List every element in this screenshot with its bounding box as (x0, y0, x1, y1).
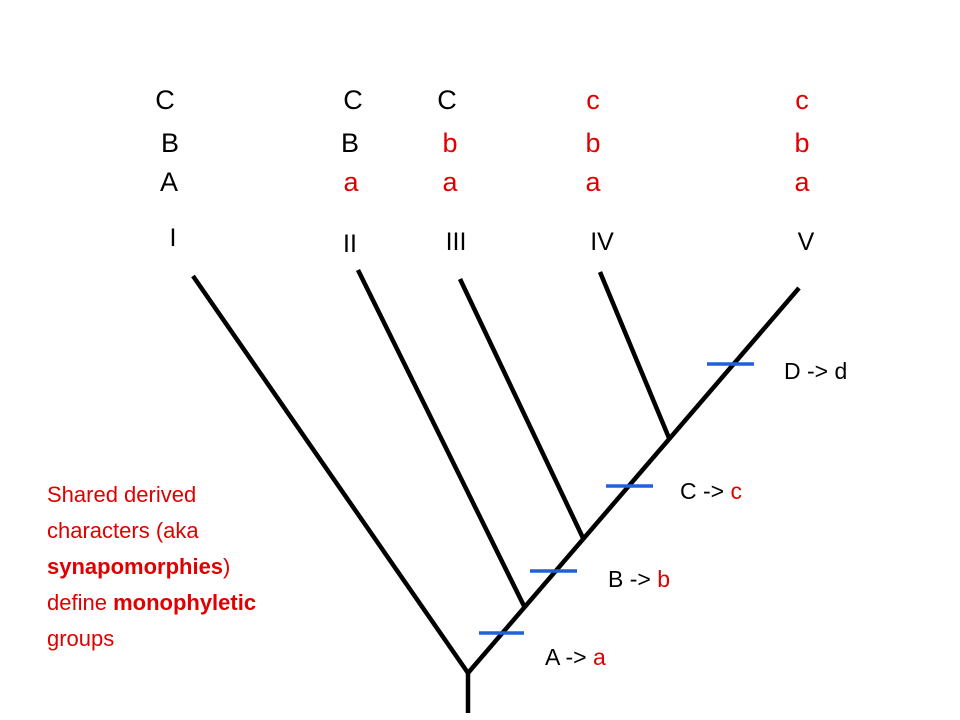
character-state: A (160, 167, 178, 197)
caption-line: define monophyletic (47, 590, 256, 615)
character-change-label: C -> c (680, 478, 742, 504)
caption-line: characters (aka (47, 518, 199, 543)
character-state: c (795, 85, 809, 115)
character-state: c (586, 85, 600, 115)
taxon-label: II (343, 230, 357, 258)
change-from-state: B (608, 566, 623, 592)
character-change-label: D -> d (784, 358, 847, 384)
character-change-label: A -> a (545, 644, 606, 670)
character-state: C (437, 85, 457, 115)
caption-segment: ) (223, 554, 230, 579)
caption-segment: Shared derived (47, 482, 196, 507)
taxon-label: I (170, 224, 177, 252)
change-from-state: A (545, 644, 561, 670)
taxon-label: V (798, 228, 815, 256)
character-state: a (343, 167, 359, 197)
caption-bold-term: monophyletic (113, 590, 256, 615)
caption-line: synapomorphies) (47, 554, 230, 579)
character-state: B (341, 128, 359, 158)
branch-backbone (466, 286, 801, 675)
character-state: b (794, 128, 809, 158)
change-from-state: C (680, 478, 697, 504)
caption-segment: characters (aka (47, 518, 199, 543)
cladogram-branches (191, 269, 801, 713)
change-to-state: b (657, 566, 670, 592)
change-to-state: a (593, 644, 606, 670)
caption-line: groups (47, 626, 114, 651)
caption-segment: groups (47, 626, 114, 651)
synapomorphy-ticks (479, 362, 754, 635)
branch-taxon-3 (457, 278, 586, 539)
character-state: b (442, 128, 457, 158)
character-state: a (442, 167, 458, 197)
character-state: a (794, 167, 810, 197)
caption-text: Shared derived characters (aka synapomorph… (47, 482, 256, 651)
character-state: C (155, 85, 175, 115)
change-arrow: -> (807, 358, 828, 384)
taxon-label: III (446, 228, 467, 256)
caption-segment: define (47, 590, 113, 615)
character-state: a (585, 167, 601, 197)
branch-taxon-1 (191, 274, 470, 675)
change-to-state: d (835, 358, 848, 384)
character-state: b (585, 128, 600, 158)
character-state: B (161, 128, 179, 158)
change-arrow: -> (703, 478, 724, 504)
change-arrow: -> (565, 644, 586, 670)
character-change-labels: A -> a B -> b C -> c D -> d (545, 358, 847, 670)
change-arrow: -> (630, 566, 651, 592)
branch-taxon-2 (355, 269, 527, 607)
taxon-label: IV (590, 228, 614, 256)
caption-line: Shared derived (47, 482, 196, 507)
character-change-label: B -> b (608, 566, 670, 592)
caption-bold-term: synapomorphies (47, 554, 223, 579)
character-state: C (343, 85, 363, 115)
change-from-state: D (784, 358, 801, 384)
change-to-state: c (731, 478, 743, 504)
branch-taxon-4 (597, 271, 672, 439)
